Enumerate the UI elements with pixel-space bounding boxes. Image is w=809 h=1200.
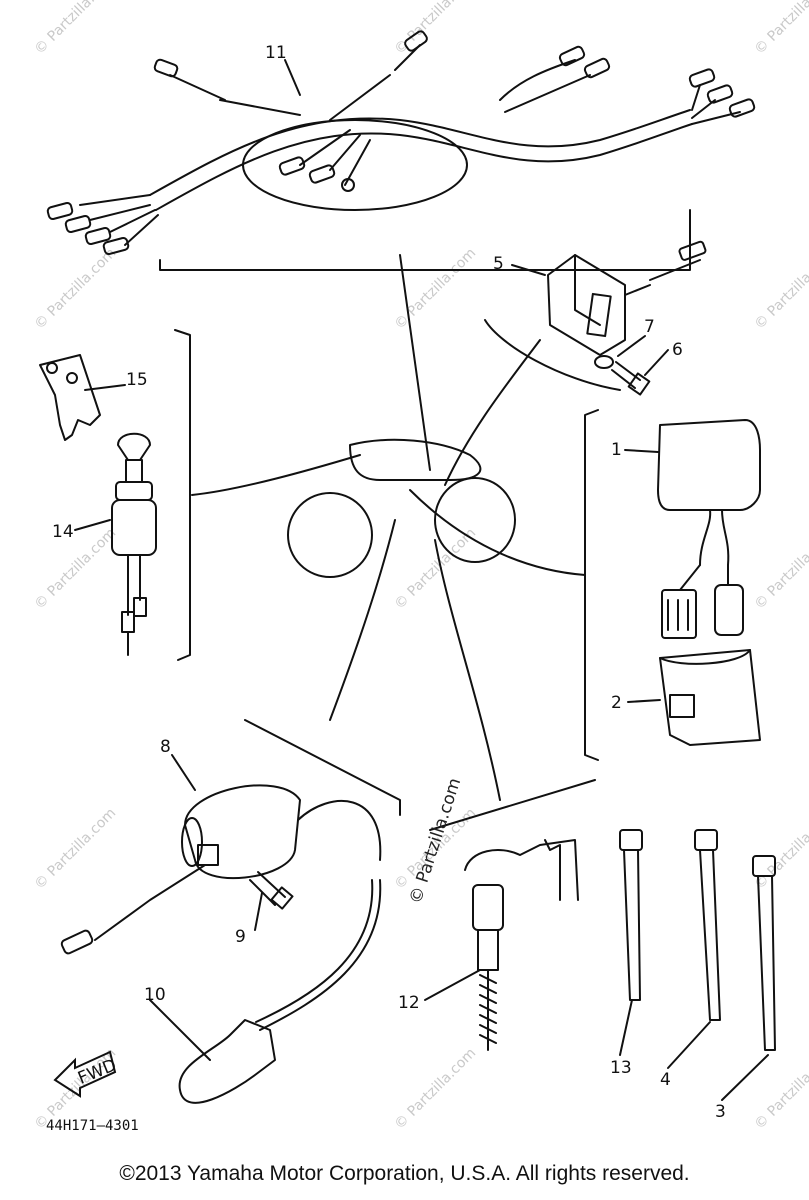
coil-bolt[interactable] [249, 871, 294, 910]
watermark-text: © Partzilla.com [32, 245, 120, 333]
motorcycle-outline [287, 438, 516, 578]
label-9: 9 [235, 927, 246, 947]
leader-plug [434, 539, 501, 801]
bracket-coil [244, 719, 401, 816]
rubber-cover[interactable] [659, 649, 761, 746]
label-11: 11 [265, 43, 287, 63]
bracket-cdi [484, 319, 621, 391]
cable-tie-13[interactable] [619, 829, 643, 1001]
ignition-coil[interactable] [60, 784, 382, 955]
watermark-text: © Partzilla.com [752, 245, 809, 333]
center-watermark: © Partzilla.com [406, 776, 466, 907]
label-6: 6 [672, 340, 683, 360]
watermark-text: © Partzilla.com [392, 525, 480, 613]
watermark-text: © Partzilla.com [752, 525, 809, 613]
bracket-right [584, 409, 599, 761]
copyright-footer: ©2013 Yamaha Motor Corporation, U.S.A. A… [119, 1162, 690, 1185]
ignition-unit[interactable] [657, 419, 761, 639]
label-13: 13 [610, 1058, 632, 1078]
bracket-harness [159, 209, 691, 271]
watermark-text: © Partzilla.com [32, 0, 120, 58]
label-5: 5 [493, 254, 504, 274]
watermark-layer: © Partzilla.com © Partzilla.com © Partzill… [32, 0, 809, 1133]
watermark-text: © Partzilla.com [752, 0, 809, 58]
label-15: 15 [126, 370, 148, 390]
label-3: 3 [715, 1102, 726, 1122]
watermark-text: © Partzilla.com [392, 1045, 480, 1133]
label-12: 12 [398, 993, 420, 1013]
label-4: 4 [660, 1070, 671, 1090]
leader-cdi [444, 339, 541, 486]
label-10: 10 [144, 985, 166, 1005]
label-7: 7 [644, 317, 655, 337]
part-number: 44H171–4301 [46, 1118, 139, 1134]
label-1: 1 [611, 440, 622, 460]
watermark-text: © Partzilla.com [392, 0, 480, 58]
cdi-bolt[interactable] [611, 361, 651, 396]
cable-tie-4[interactable] [694, 829, 721, 1021]
bracket-plug [429, 779, 596, 831]
switch-bracket[interactable] [39, 354, 101, 441]
label-2: 2 [611, 693, 622, 713]
spark-plug-lead[interactable] [464, 839, 579, 1051]
watermark-text: © Partzilla.com [32, 525, 120, 613]
fwd-label: FWD [75, 1055, 119, 1088]
watermark-text: © Partzilla.com [752, 1045, 809, 1133]
leader-coil [329, 519, 396, 721]
bracket-left [174, 329, 191, 661]
washer[interactable] [594, 355, 614, 369]
leader-unit [409, 489, 586, 576]
spark-plug-cap[interactable] [178, 879, 382, 1104]
leader-switch [191, 454, 361, 496]
leader-harness [399, 254, 431, 471]
cable-tie-3[interactable] [752, 855, 776, 1051]
label-14: 14 [52, 522, 74, 542]
wire-harness[interactable] [46, 30, 756, 256]
engine-stop-switch[interactable] [111, 432, 157, 656]
watermark-text: © Partzilla.com [32, 805, 120, 893]
cdi-unit[interactable] [547, 240, 707, 356]
label-8: 8 [160, 737, 171, 757]
watermark-text: © Partzilla.com [752, 805, 809, 893]
